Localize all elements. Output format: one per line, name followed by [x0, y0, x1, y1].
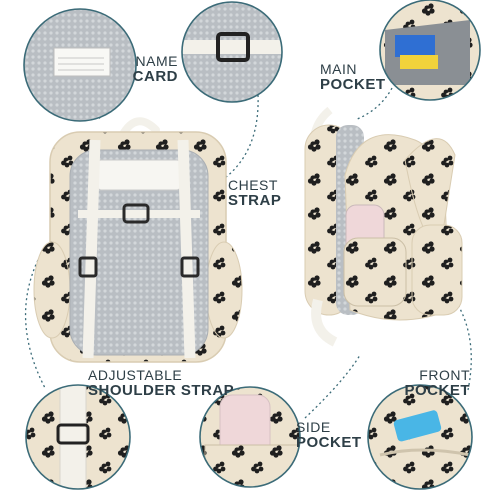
- adjustable-strap-label-line2: SHOULDER STRAP: [88, 381, 235, 399]
- side-pocket-label-line2: POCKET: [296, 433, 362, 451]
- adjustable-strap-label: ADJUSTABLE SHOULDER STRAP: [88, 368, 234, 398]
- chest-strap-callout: [181, 1, 283, 103]
- main-pocket-label-line2: POCKET: [320, 75, 386, 93]
- name-card-label-line2: CARD: [132, 67, 178, 85]
- chest-strap-label-line2: STRAP: [228, 191, 282, 209]
- main-pocket-label: MAIN POCKET: [320, 62, 386, 92]
- front-pocket-label-line2: POCKET: [404, 381, 470, 399]
- chest-strap-label-line1: CHEST: [228, 177, 278, 193]
- name-card-label: NAME CARD: [120, 54, 178, 84]
- adjustable-strap-label-line1: ADJUSTABLE: [88, 367, 183, 383]
- main-pocket-label-line1: MAIN: [320, 61, 357, 77]
- front-pocket-label: FRONT POCKET: [396, 368, 470, 398]
- shoulder-strap-callout: [25, 384, 131, 490]
- backpack-side-view: [304, 106, 463, 347]
- side-pocket-label-line1: SIDE: [296, 419, 331, 435]
- name-card-callout: [23, 8, 137, 122]
- main-pocket-callout: [379, 0, 481, 101]
- backpack-back-view: [33, 117, 243, 363]
- side-pocket-callout: [199, 386, 301, 488]
- side-pocket-label: SIDE POCKET: [296, 420, 362, 450]
- name-card-label-line1: NAME: [135, 53, 178, 69]
- callout-lines: [24, 71, 472, 419]
- front-pocket-callout: [367, 384, 473, 490]
- chest-strap-label: CHEST STRAP: [228, 178, 281, 208]
- front-pocket-label-line1: FRONT: [419, 367, 470, 383]
